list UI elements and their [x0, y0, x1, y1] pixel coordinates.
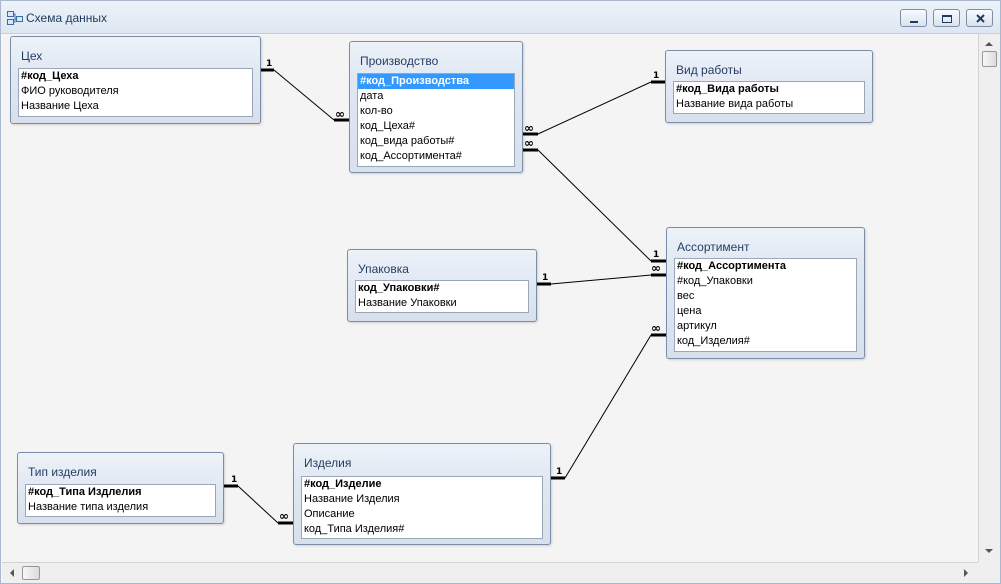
- field-item[interactable]: Название вида работы: [676, 98, 794, 110]
- table-upakovka[interactable]: Упаковка код_Упаковки# Название Упаковки: [347, 249, 537, 322]
- field-item[interactable]: код_Цеха#: [360, 120, 415, 132]
- field-primary-key[interactable]: #код_Производства: [358, 74, 514, 89]
- scroll-up-arrow-icon[interactable]: [981, 36, 997, 52]
- scrollbar-corner: [978, 562, 1000, 583]
- table-title: Вид работы: [676, 63, 742, 77]
- field-list: #код_Типа Издлелия Название типа изделия: [25, 484, 216, 517]
- table-proizvodstvo[interactable]: Производство #код_Производства дата кол-…: [349, 41, 523, 173]
- relationships-app-icon: [7, 11, 23, 25]
- field-item[interactable]: Описание: [304, 508, 355, 520]
- field-list: код_Упаковки# Название Упаковки: [355, 280, 529, 313]
- field-item[interactable]: код_вида работы#: [360, 135, 455, 147]
- table-vid-raboty[interactable]: Вид работы #код_Вида работы Название вид…: [665, 50, 873, 123]
- field-list: #код_Производства дата кол-во код_Цеха# …: [357, 73, 515, 167]
- field-item[interactable]: вес: [677, 290, 695, 302]
- field-list: #код_Ассортимента #код_Упаковки вес цена…: [674, 258, 857, 352]
- table-title: Тип изделия: [28, 465, 97, 479]
- field-primary-key[interactable]: #код_Ассортимента: [677, 260, 787, 272]
- field-primary-key[interactable]: #код_Цеха: [21, 70, 79, 82]
- relation-line-ceh-proizvodstvo: [273, 69, 335, 121]
- field-item[interactable]: #код_Упаковки: [677, 275, 753, 287]
- minimize-icon: [910, 21, 918, 23]
- cardinality-many-label: ∞: [279, 509, 289, 523]
- field-item[interactable]: ФИО руководителя: [21, 85, 119, 97]
- relationship-lines: [223, 68, 666, 525]
- field-item[interactable]: кол-во: [360, 105, 393, 117]
- restore-icon: [942, 15, 952, 23]
- table-title: Упаковка: [358, 262, 409, 276]
- horizontal-scrollbar[interactable]: [2, 562, 978, 583]
- table-title: Изделия: [304, 456, 352, 470]
- field-primary-key[interactable]: #код_Изделие: [304, 478, 382, 490]
- minimize-button[interactable]: [900, 9, 927, 27]
- table-tip-izdeliya[interactable]: Тип изделия #код_Типа Издлелия Название …: [17, 452, 224, 524]
- table-title: Ассортимент: [677, 240, 750, 254]
- cardinality-many-label: ∞: [335, 107, 345, 121]
- scroll-down-arrow-icon[interactable]: [981, 543, 997, 559]
- window-title: Схема данных: [26, 11, 108, 25]
- field-item[interactable]: Название Упаковки: [358, 297, 457, 309]
- cardinality-one-label: 1: [653, 71, 660, 81]
- relation-line-tip-izdeliya: [237, 485, 279, 524]
- vertical-scrollbar[interactable]: [978, 34, 1000, 562]
- restore-button[interactable]: [933, 9, 960, 27]
- cardinality-many-label: ∞: [524, 121, 534, 135]
- table-title: Производство: [360, 54, 439, 68]
- field-primary-key[interactable]: #код_Вида работы: [676, 83, 779, 95]
- cardinality-one-label: 1: [542, 273, 549, 283]
- cardinality-one-label: 1: [653, 250, 660, 260]
- field-item[interactable]: код_Изделия#: [677, 335, 750, 347]
- field-item[interactable]: код_Ассортимента#: [360, 150, 462, 162]
- table-assortiment[interactable]: Ассортимент #код_Ассортимента #код_Упако…: [666, 227, 865, 359]
- field-item[interactable]: Название Изделия: [304, 493, 400, 505]
- field-list: #код_Изделие Название Изделия Описание к…: [301, 476, 543, 539]
- field-item[interactable]: артикул: [677, 320, 717, 332]
- horizontal-scroll-thumb[interactable]: [22, 566, 40, 580]
- table-title: Цех: [21, 49, 43, 63]
- field-primary-key[interactable]: #код_Типа Издлелия: [28, 486, 142, 498]
- cardinality-many-label: ∞: [651, 321, 661, 335]
- field-list: #код_Цеха ФИО руководителя Название Цеха: [18, 68, 253, 117]
- field-item[interactable]: дата: [360, 90, 384, 102]
- relation-line-vid-proizvodstvo: [537, 81, 652, 135]
- relation-line-izdeliya-assort: [564, 334, 652, 479]
- cardinality-one-label: 1: [556, 467, 563, 477]
- scroll-left-arrow-icon[interactable]: [4, 565, 20, 581]
- cardinality-many-label: ∞: [651, 261, 661, 275]
- field-item[interactable]: Название Цеха: [21, 100, 99, 112]
- close-icon: [976, 14, 985, 23]
- close-button[interactable]: [966, 9, 993, 27]
- schema-canvas[interactable]: 1 ∞ 1 ∞ ∞ 1 1 ∞ 1 ∞ 1 ∞ Цех #код_Цеха ФИ…: [2, 34, 978, 562]
- scroll-right-arrow-icon[interactable]: [958, 565, 974, 581]
- vertical-scroll-thumb[interactable]: [982, 51, 997, 67]
- field-list: #код_Вида работы Название вида работы: [673, 81, 865, 114]
- title-bar[interactable]: Схема данных: [1, 1, 1000, 34]
- table-izdeliya[interactable]: Изделия #код_Изделие Название Изделия Оп…: [293, 443, 551, 545]
- cardinality-one-label: 1: [231, 475, 238, 485]
- field-item[interactable]: код_Типа Изделия#: [304, 523, 405, 535]
- cardinality-many-label: ∞: [524, 136, 534, 150]
- cardinality-one-label: 1: [266, 59, 273, 69]
- field-item[interactable]: цена: [677, 305, 702, 317]
- relation-line-assort-proizvodstvo: [537, 149, 652, 262]
- field-item[interactable]: Название типа изделия: [28, 501, 149, 513]
- field-primary-key[interactable]: код_Упаковки#: [358, 282, 440, 294]
- relation-line-upakovka-assort: [550, 274, 652, 285]
- table-ceh[interactable]: Цех #код_Цеха ФИО руководителя Название …: [10, 36, 261, 124]
